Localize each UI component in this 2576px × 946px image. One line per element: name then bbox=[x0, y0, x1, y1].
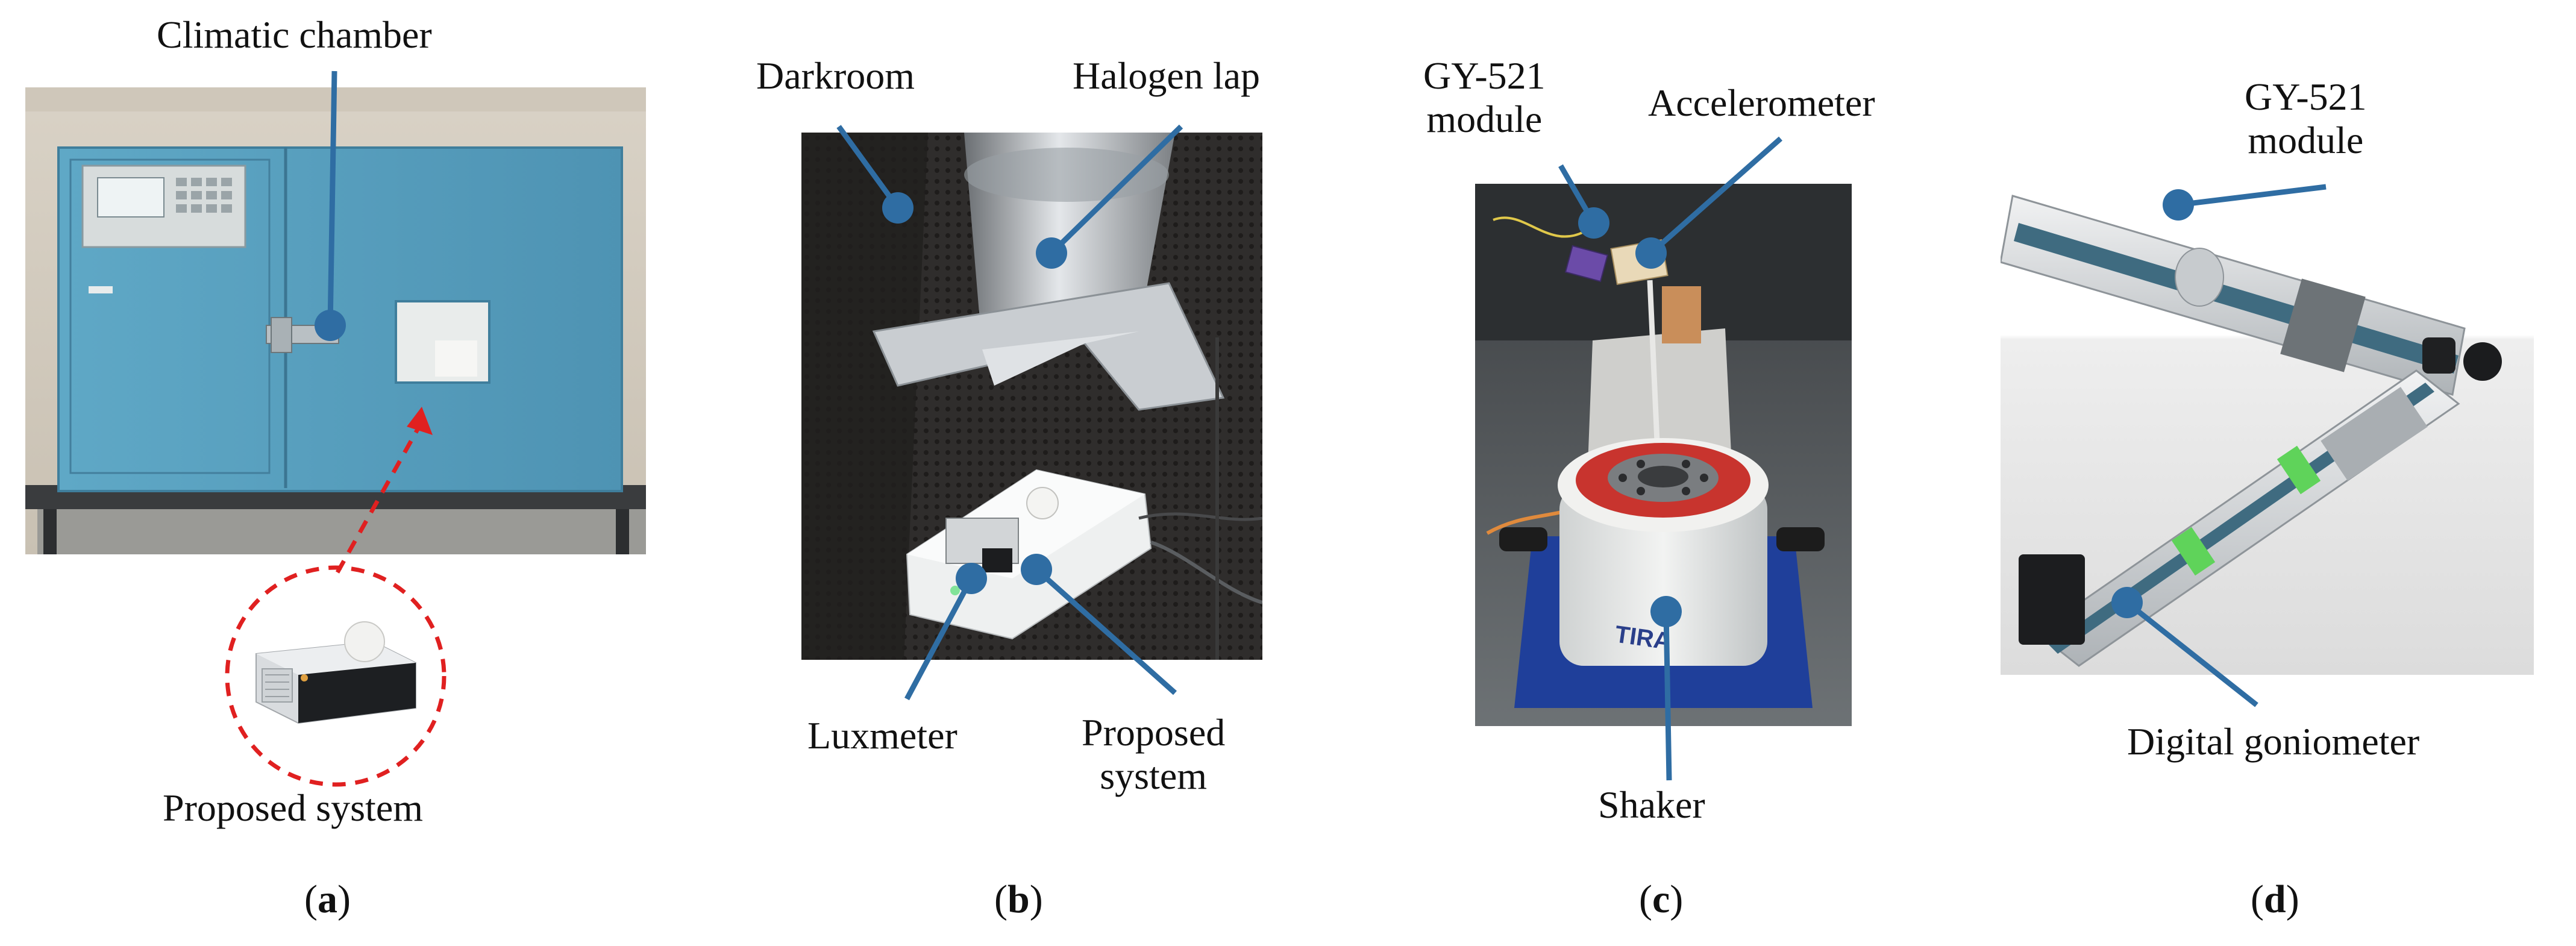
label-luxmeter: Luxmeter bbox=[807, 714, 957, 757]
caption-panel-c: (c) bbox=[1639, 877, 1683, 923]
caption-c-open: ( bbox=[1639, 877, 1652, 921]
caption-b-letter: b bbox=[1007, 877, 1030, 921]
photo-proposed-system-inset bbox=[232, 606, 440, 747]
photo-digital-goniometer bbox=[2001, 175, 2534, 675]
caption-c-close: ) bbox=[1670, 877, 1684, 921]
label-proposed-system-a: Proposed system bbox=[163, 786, 423, 829]
label-proposed-system-b-line2: system bbox=[1100, 754, 1207, 797]
label-gy521-c-line1: GY-521 bbox=[1423, 54, 1546, 97]
caption-d-open: ( bbox=[2251, 877, 2264, 921]
photo-climatic-chamber bbox=[25, 87, 646, 554]
label-gy521-c: GY-521 module bbox=[1423, 54, 1546, 140]
label-proposed-system-b: Proposed system bbox=[1082, 711, 1225, 797]
label-halogen-lamp: Halogen lap bbox=[1073, 54, 1260, 97]
label-accelerometer: Accelerometer bbox=[1648, 81, 1875, 124]
caption-a-letter: a bbox=[317, 877, 337, 921]
caption-a-close: ) bbox=[337, 877, 351, 921]
photo-shaker: TIRA bbox=[1475, 184, 1852, 726]
label-gy521-c-line2: module bbox=[1426, 97, 1543, 140]
caption-d-close: ) bbox=[2286, 877, 2299, 921]
caption-b-close: ) bbox=[1029, 877, 1043, 921]
caption-d-letter: d bbox=[2263, 877, 2286, 921]
label-climatic-chamber: Climatic chamber bbox=[157, 13, 432, 56]
caption-panel-d: (d) bbox=[2251, 877, 2299, 923]
label-digital-goniometer: Digital goniometer bbox=[2127, 720, 2420, 763]
caption-b-open: ( bbox=[994, 877, 1008, 921]
caption-c-letter: c bbox=[1652, 877, 1670, 921]
label-gy521-d: GY-521 module bbox=[2245, 75, 2367, 161]
label-gy521-d-line2: module bbox=[2248, 118, 2364, 161]
caption-a-open: ( bbox=[304, 877, 318, 921]
caption-panel-a: (a) bbox=[304, 877, 351, 923]
label-darkroom: Darkroom bbox=[756, 54, 915, 97]
caption-panel-b: (b) bbox=[994, 877, 1043, 923]
label-gy521-d-line1: GY-521 bbox=[2245, 75, 2367, 118]
label-shaker: Shaker bbox=[1598, 783, 1705, 826]
photo-darkroom bbox=[801, 133, 1262, 660]
label-proposed-system-b-line1: Proposed bbox=[1082, 711, 1226, 754]
